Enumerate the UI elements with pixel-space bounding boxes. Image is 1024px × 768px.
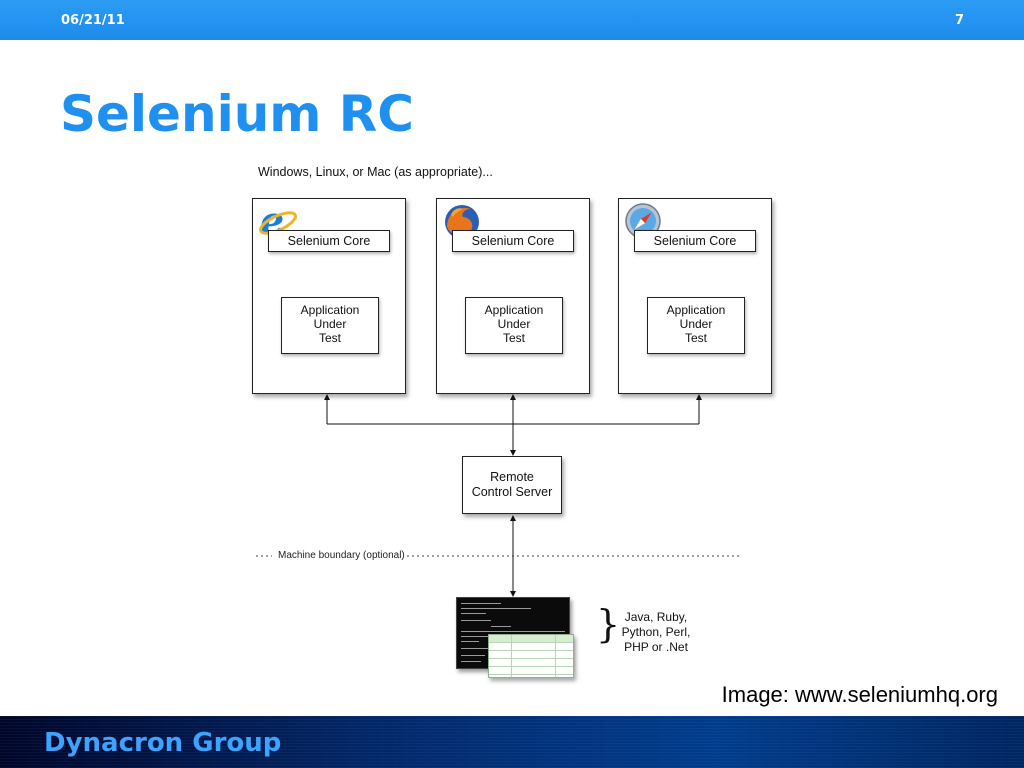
- selenium-core-box: Selenium Core: [268, 230, 390, 252]
- slide-number: 7: [954, 13, 964, 28]
- selenium-core-box: Selenium Core: [634, 230, 756, 252]
- machine-boundary-label: Machine boundary (optional): [276, 550, 407, 561]
- image-credit: Image: www.seleniumhq.org: [721, 682, 998, 707]
- client-languages: Java, Ruby, Python, Perl, PHP or .Net: [621, 610, 691, 654]
- remote-control-server-box: Remote Control Server: [462, 456, 562, 514]
- footer-brand: Dynacron Group: [44, 728, 282, 758]
- application-under-test-box: Application Under Test: [465, 297, 563, 354]
- footer-bar: Dynacron Group: [0, 716, 1024, 768]
- browser-frame-firefox: Selenium Core Application Under Test: [436, 198, 590, 394]
- application-under-test-box: Application Under Test: [647, 297, 745, 354]
- slide-date: 06/21/11: [61, 13, 125, 28]
- browser-frame-ie: e Selenium Core Application Under Test: [252, 198, 406, 394]
- application-under-test-box: Application Under Test: [281, 297, 379, 354]
- header-bar: 06/21/11 7: [0, 0, 1024, 40]
- client-results-table-image: [488, 634, 574, 678]
- slide-title: Selenium RC: [60, 85, 415, 143]
- brace-symbol: }: [596, 602, 621, 646]
- os-caption: Windows, Linux, or Mac (as appropriate).…: [258, 165, 493, 179]
- selenium-core-box: Selenium Core: [452, 230, 574, 252]
- browser-frame-safari: Selenium Core Application Under Test: [618, 198, 772, 394]
- safari-icon: [625, 203, 661, 239]
